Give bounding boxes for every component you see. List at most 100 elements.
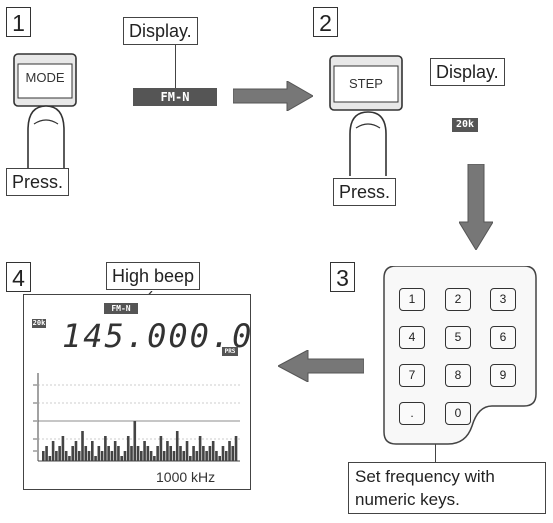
lcd-side-indicator: PRS (222, 347, 238, 356)
spectrum-bar (81, 431, 84, 461)
spectrum-bar (208, 446, 212, 461)
mode-button-illustration: MODE (12, 50, 78, 186)
spectrum-bar (84, 446, 88, 461)
spectrum-bar (234, 436, 238, 461)
mode-button-label: MODE (25, 70, 65, 85)
spectrum-bar (149, 451, 153, 461)
spectrum-bar (169, 446, 173, 461)
keypad-caption-line-1: Set frequency with (355, 467, 495, 486)
arrow-left-icon (278, 350, 364, 382)
spectrum-bar (156, 446, 159, 461)
spectrum-bar (107, 446, 110, 461)
spectrum-bar (224, 451, 228, 461)
arrow-right-icon (233, 81, 313, 111)
step-button-graphic (329, 55, 403, 176)
lcd-step-indicator: 20k (32, 319, 46, 328)
spectrum-bar (126, 436, 130, 461)
lcd-frequency: 145.000.0 (62, 317, 254, 355)
key-2[interactable]: 2 (445, 288, 471, 311)
keypad-caption: Set frequency with numeric keys. (348, 462, 546, 514)
spectrum-bar (205, 451, 208, 461)
key-3[interactable]: 3 (490, 288, 516, 311)
spectrum-bar (120, 456, 124, 461)
spectrum-bar (123, 451, 127, 461)
spectrum-bar (55, 451, 58, 461)
spectrum-bar (185, 441, 189, 461)
high-beep-callout: High beep (106, 262, 201, 290)
step-1-number: 1 (6, 7, 31, 37)
spectrum-bar (179, 446, 182, 461)
spectrum-bar (202, 446, 205, 461)
key-0[interactable]: 0 (445, 402, 471, 425)
spectrum-bar (91, 441, 94, 461)
keypad-caption-line-2: numeric keys. (355, 490, 460, 509)
step-2-press-label: Press. (333, 178, 397, 206)
spectrum-bar (97, 446, 101, 461)
spectrum-bar (133, 421, 137, 461)
spectrum-bar (104, 436, 107, 461)
step-1-display-readout: FM-N (133, 88, 217, 106)
key-7[interactable]: 7 (399, 364, 425, 387)
spectrum-bar (218, 456, 222, 461)
spectrum-bar (74, 441, 78, 461)
step-button-illustration: STEP (328, 52, 404, 176)
key-5[interactable]: 5 (445, 326, 471, 349)
mode-button-graphic (13, 53, 77, 182)
spectrum-bar (143, 441, 146, 461)
step-1-callout-line (175, 44, 177, 92)
spectrum-bar (153, 456, 156, 461)
step-3-number: 3 (330, 262, 355, 292)
keypad-caption-line (435, 444, 437, 462)
lcd-span-label: 1000 kHz (156, 469, 216, 485)
spectrum-bar (228, 441, 231, 461)
step-2-number: 2 (313, 7, 338, 37)
spectrum-bar (48, 456, 52, 461)
spectrum-scope (33, 373, 240, 462)
key-1[interactable]: 1 (399, 288, 425, 311)
step-2-display-readout: 20k (452, 118, 478, 132)
spectrum-bar (195, 451, 199, 461)
spectrum-bar (77, 451, 81, 461)
step-2-display-callout: Display. (430, 58, 505, 86)
spectrum-bar (215, 451, 218, 461)
spectrum-bar (136, 446, 140, 461)
spectrum-bar (117, 446, 120, 461)
spectrum-bar (110, 451, 114, 461)
spectrum-bar (130, 446, 133, 461)
spectrum-bar (100, 451, 104, 461)
key-8[interactable]: 8 (445, 364, 471, 387)
step-1-display-callout: Display. (123, 17, 198, 45)
spectrum-bar (58, 446, 61, 461)
spectrum-bar (198, 436, 202, 461)
spectrum-bar (42, 451, 45, 461)
spectrum-bar (51, 441, 55, 461)
spectrum-bar (87, 451, 91, 461)
lcd-mode-indicator: FM-N (104, 303, 138, 314)
spectrum-bar (94, 456, 97, 461)
lcd-display: FM-N 20k 145.000.0 PRS 1000 kHz (23, 294, 251, 490)
spectrum-bar (64, 451, 68, 461)
spectrum-bar (71, 446, 75, 461)
key-6[interactable]: 6 (490, 326, 516, 349)
key-9[interactable]: 9 (490, 364, 516, 387)
spectrum-bar (113, 441, 117, 461)
step-1-press-label: Press. (6, 168, 70, 196)
spectrum-bar (192, 446, 195, 461)
spectrum-bar (68, 456, 71, 461)
spectrum-bar (146, 446, 150, 461)
step-button-label: STEP (349, 76, 383, 91)
spectrum-bar (175, 431, 179, 461)
spectrum-bar (61, 436, 65, 461)
spectrum-bar (221, 446, 225, 461)
spectrum-bar (189, 456, 192, 461)
step-4-number: 4 (6, 262, 31, 292)
arrow-down-icon (459, 164, 493, 250)
key-dot[interactable]: . (399, 402, 425, 425)
spectrum-bar (166, 441, 169, 461)
spectrum-bar (45, 446, 48, 461)
spectrum-bar (182, 451, 186, 461)
spectrum-bar (159, 436, 163, 461)
numeric-keypad: 1 2 3 4 5 6 7 8 9 . 0 (382, 266, 538, 446)
key-4[interactable]: 4 (399, 326, 425, 349)
spectrum-bar (211, 441, 215, 461)
